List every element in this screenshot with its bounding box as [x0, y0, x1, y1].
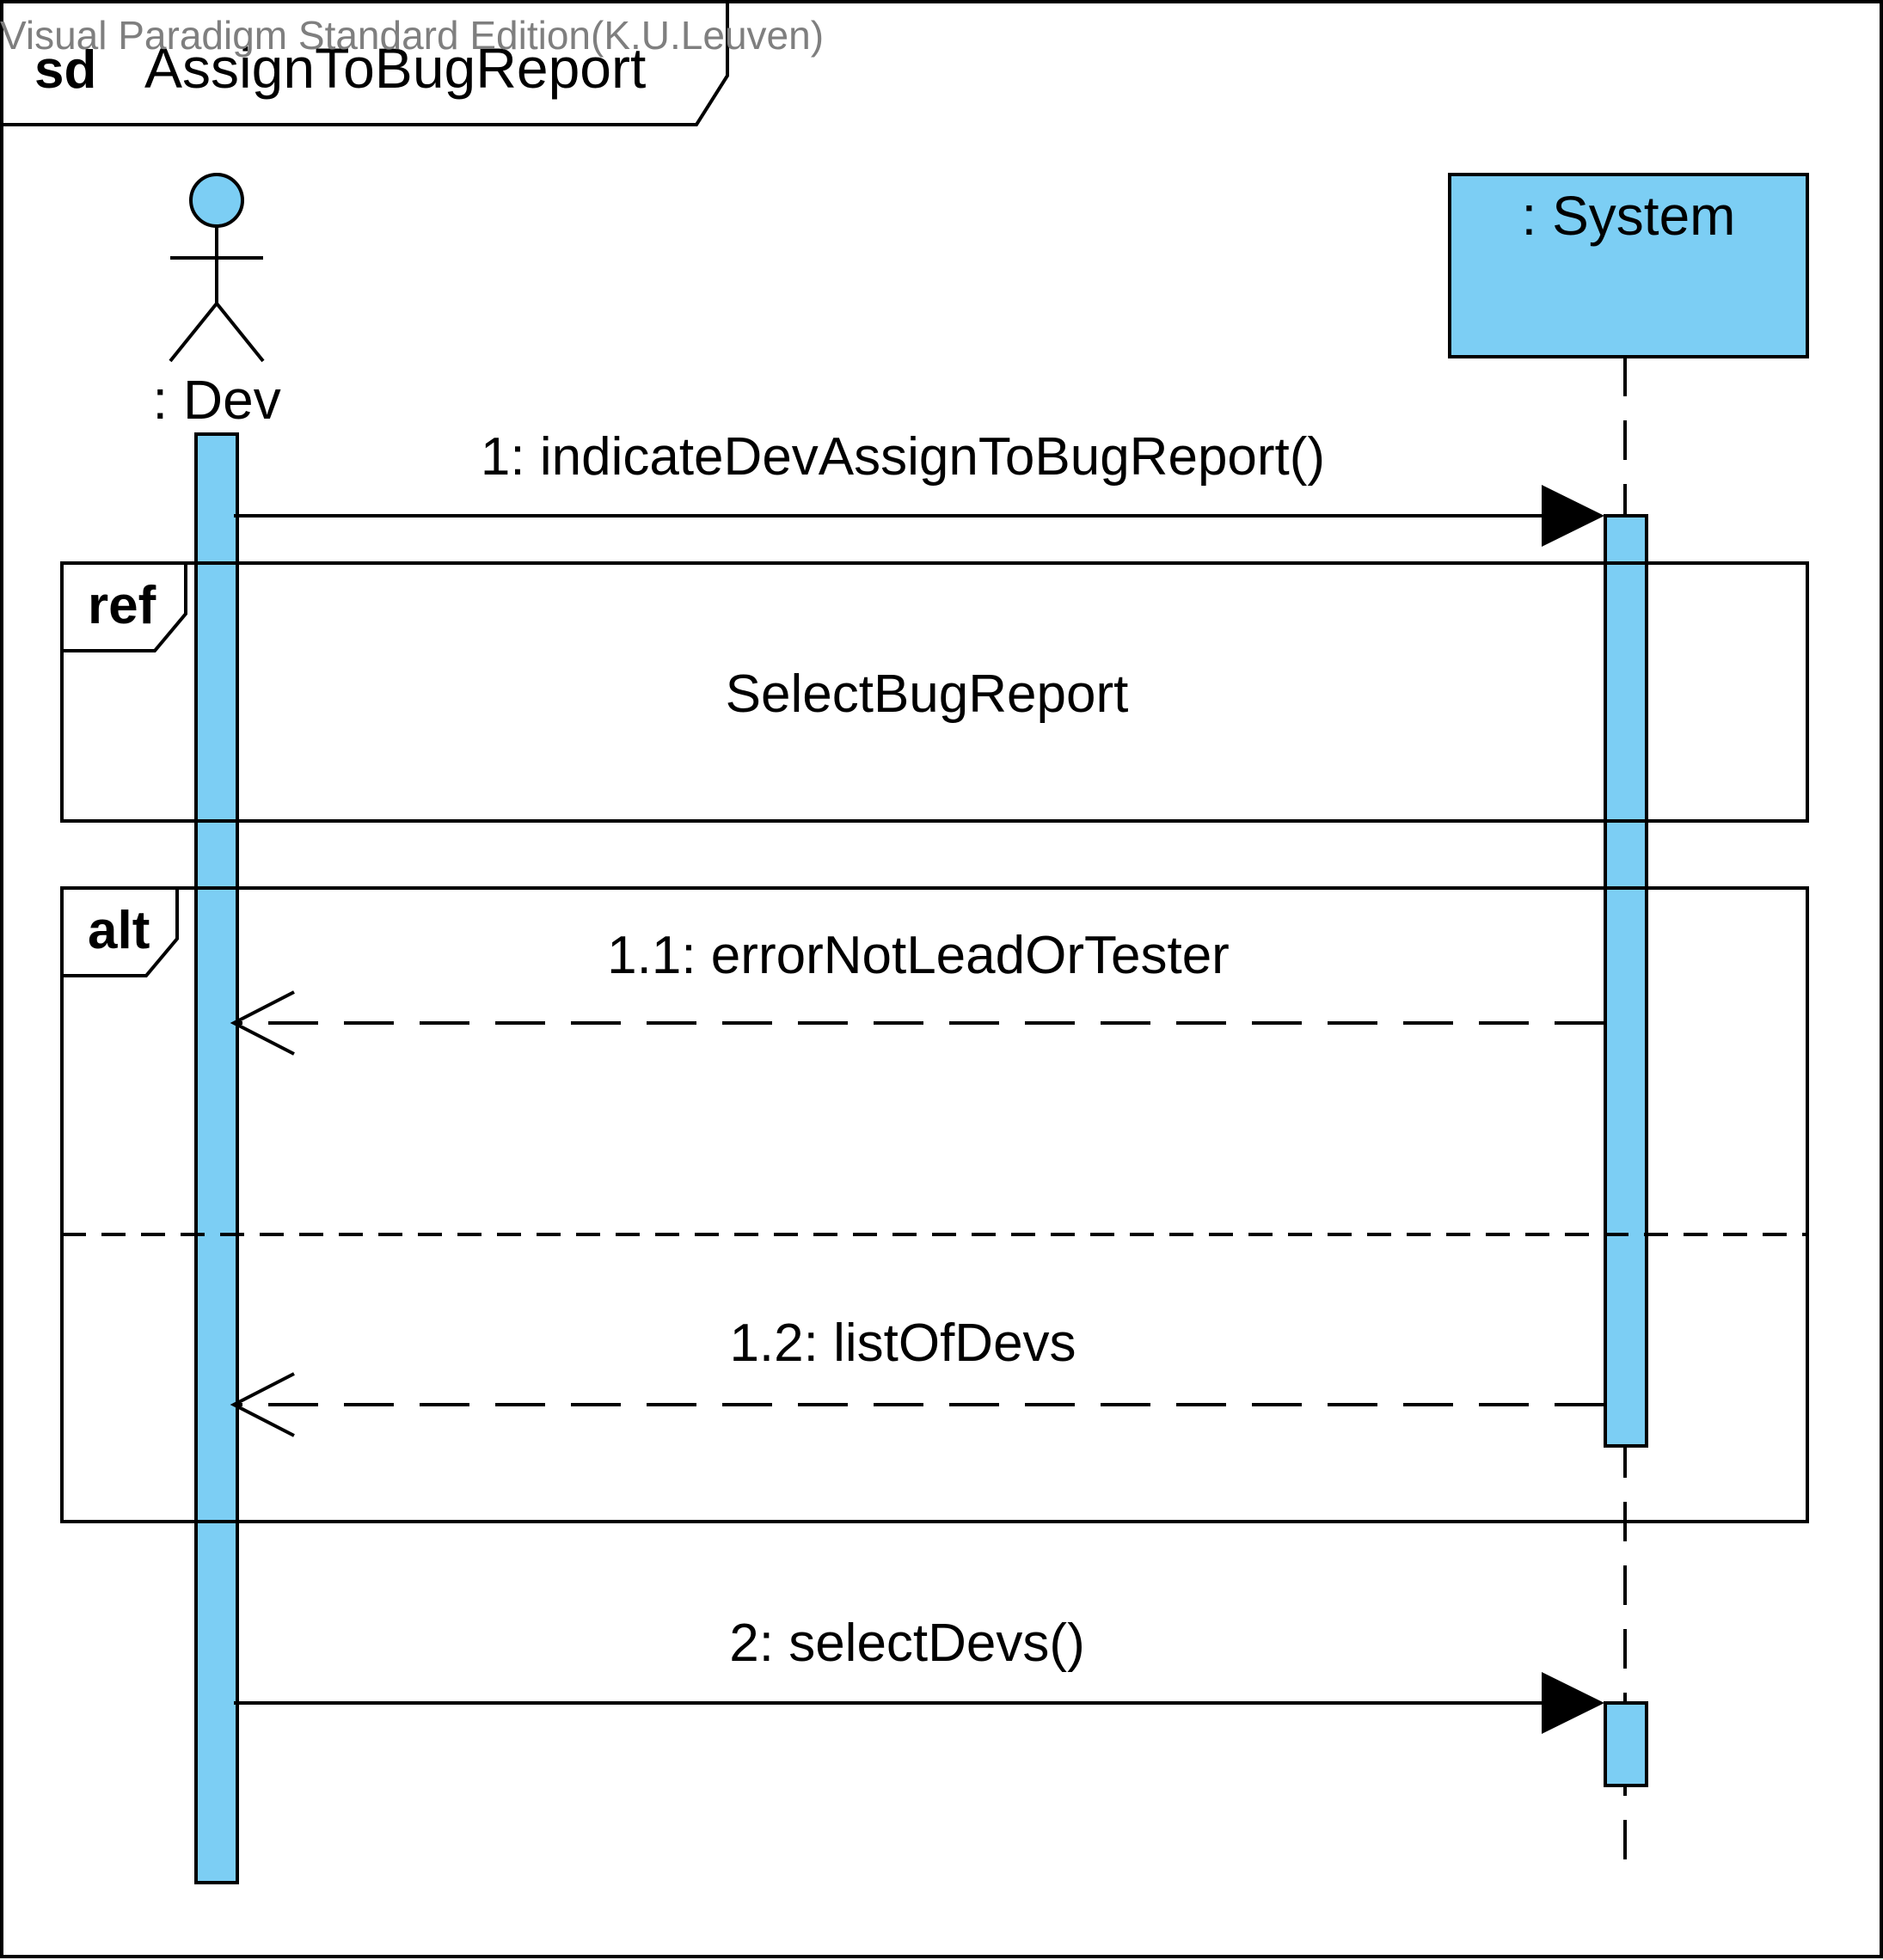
- alt-operator-tab: [62, 888, 179, 977]
- system-lifeline-label: : System: [1522, 185, 1736, 247]
- message-1-arrowhead-icon: [1542, 485, 1604, 547]
- message-1-1-open-arrowhead-icon: [230, 990, 295, 1056]
- message-2-label: 2: selectDevs(): [729, 1614, 1084, 1673]
- ref-operator-label: ref: [88, 576, 156, 635]
- ref-operator-tab: [62, 563, 187, 652]
- system-lifeline-head: [1448, 173, 1809, 358]
- message-1-2-label: 1.2: listOfDevs: [729, 1314, 1076, 1373]
- system-activation-bar-2: [1604, 1701, 1648, 1787]
- dev-actor-icon: [169, 173, 265, 363]
- message-2-arrowhead-icon: [1542, 1672, 1604, 1734]
- frame-name: AssignToBugReport: [144, 36, 646, 100]
- dev-lifeline-label: : Dev: [152, 369, 280, 431]
- frame-keyword: sd: [34, 40, 96, 100]
- message-1-label: 1: indicateDevAssignToBugReport(): [481, 427, 1325, 487]
- system-activation-bar-1: [1604, 514, 1648, 1448]
- message-1-1-label: 1.1: errorNotLeadOrTester: [607, 926, 1230, 985]
- dev-activation-bar: [194, 432, 239, 1884]
- message-1-2-open-arrowhead-icon: [230, 1372, 295, 1437]
- frame-title-tab: [2, 2, 729, 126]
- ref-fragment: [60, 561, 1809, 823]
- alt-operator-label: alt: [88, 901, 150, 960]
- watermark: Visual Paradigm Standard Edition(K.U.Leu…: [0, 13, 824, 58]
- alt-fragment: [60, 886, 1809, 1523]
- ref-fragment-name: SelectBugReport: [726, 665, 1129, 724]
